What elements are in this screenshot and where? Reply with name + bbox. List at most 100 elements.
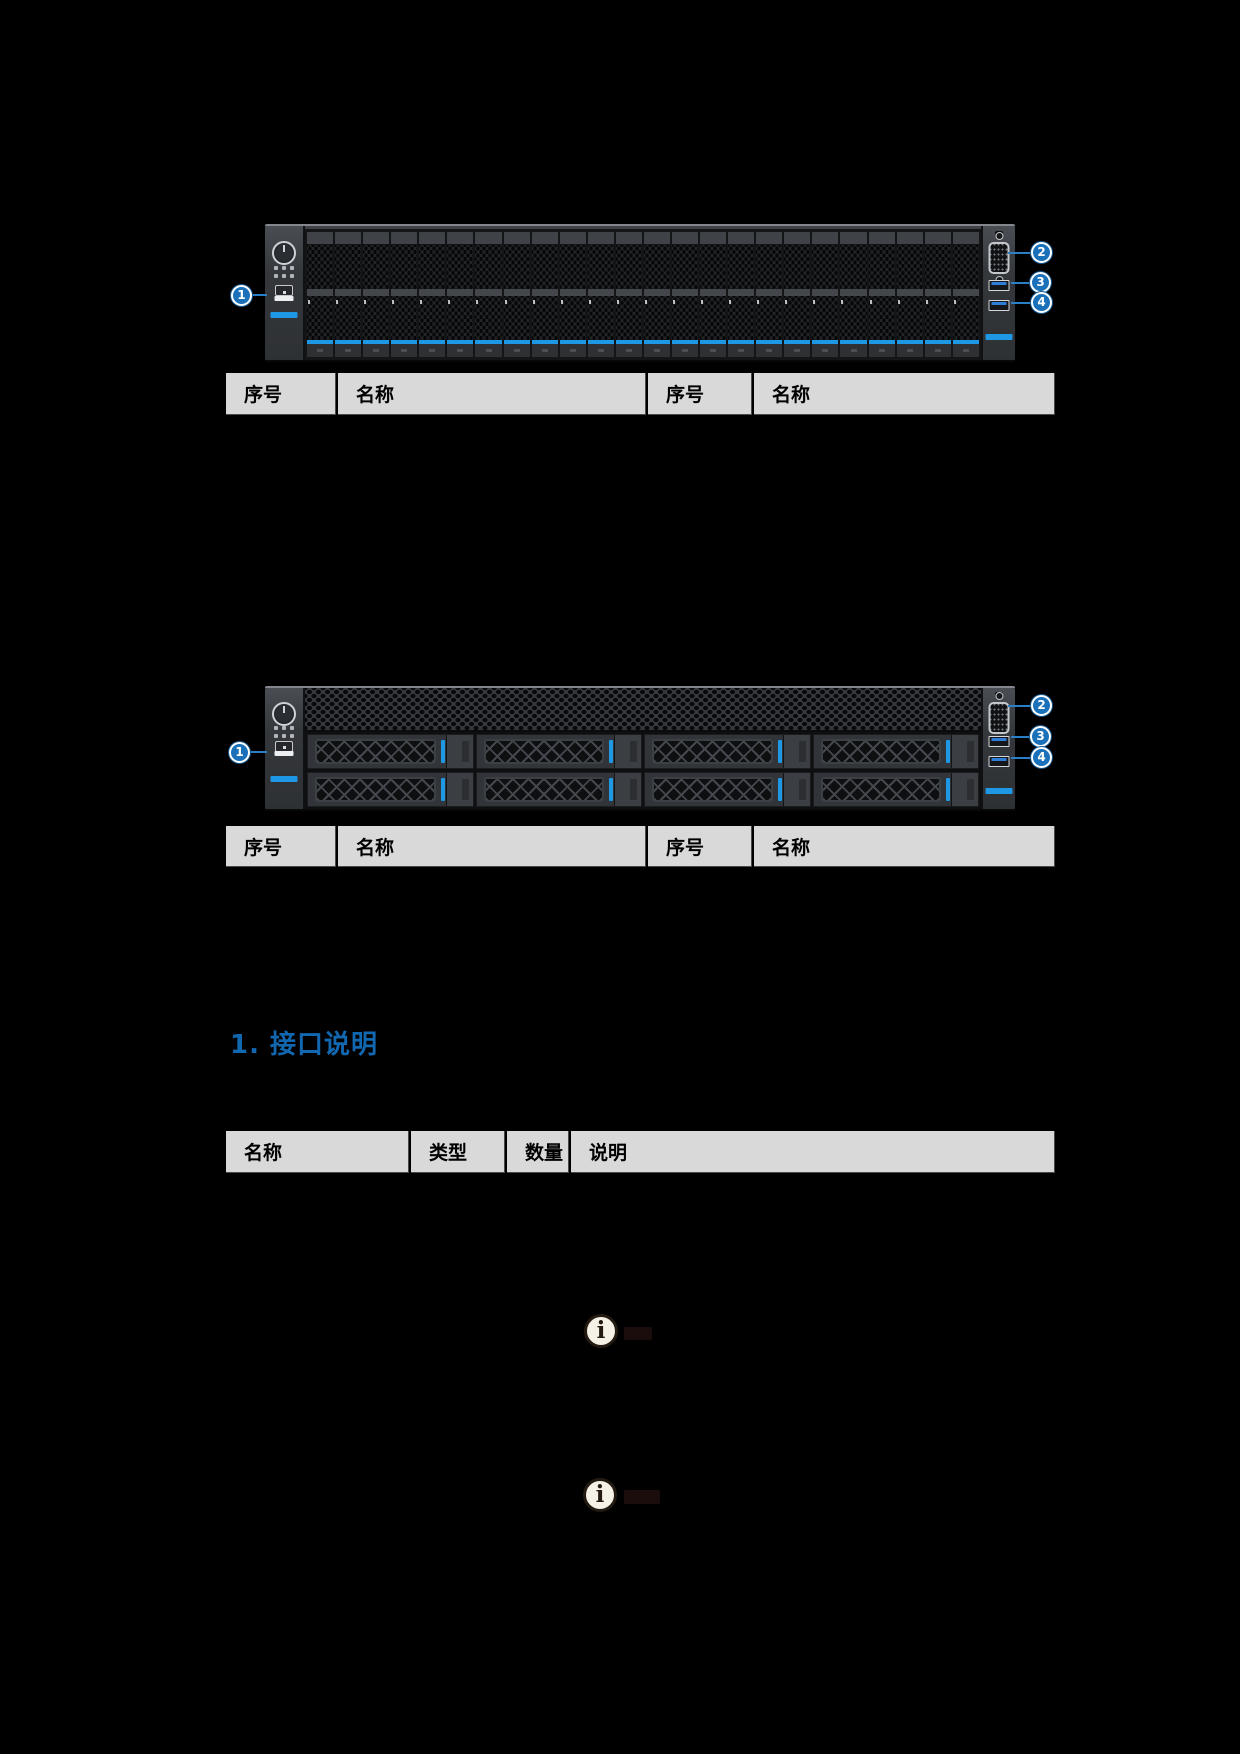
drive-bay-2-5in xyxy=(784,232,811,357)
drive-tray-handle xyxy=(531,232,558,245)
drive-activity-led-bar xyxy=(503,340,530,344)
drive-tray-vent xyxy=(756,245,783,289)
drive-tray-vent xyxy=(896,245,923,289)
drive-activity-led-bar xyxy=(447,340,474,344)
drive-tray-vent xyxy=(868,296,895,340)
drive-tray-mid-band xyxy=(419,289,446,296)
header-cell-description: 说明 xyxy=(571,1131,1055,1173)
drive-activity-led-bar xyxy=(643,340,671,344)
drive-bay-2-5in xyxy=(896,232,923,357)
drive-tray-vent xyxy=(587,296,614,340)
faint-text-artifact xyxy=(624,1490,660,1504)
drive-tray-latch xyxy=(868,344,895,357)
led-icon xyxy=(290,726,294,730)
drive-tray-handle xyxy=(672,232,699,245)
drive-activity-led-bar xyxy=(756,340,783,344)
drive-tray-handle xyxy=(391,232,418,245)
status-led-icons xyxy=(274,266,294,278)
drive-bay-2-5in xyxy=(475,232,502,357)
callout-line-1 xyxy=(252,294,267,296)
callout-line-2 xyxy=(1008,705,1032,707)
drive-tray-latch xyxy=(812,344,839,357)
drive-tray-vent xyxy=(307,296,334,340)
drive-activity-led-bar xyxy=(812,340,839,344)
drive-tray-vent xyxy=(559,296,586,340)
drive-tray-mid-band xyxy=(475,289,502,296)
drive-bay-3-5in xyxy=(307,734,474,769)
drive-activity-led-bar xyxy=(784,340,811,344)
ear-led-bar xyxy=(985,334,1013,340)
drive-tray-mid-band xyxy=(307,289,334,296)
drive-bay-2-5in xyxy=(447,232,474,357)
drive-tray-handle xyxy=(924,232,951,245)
drive-bay-3-5in xyxy=(307,772,474,807)
drive-tray-latch xyxy=(614,735,641,768)
drive-activity-led-bar xyxy=(335,340,362,344)
drive-tray-handle xyxy=(784,232,811,245)
drive-bay-3-5in xyxy=(644,772,811,807)
led-icon xyxy=(282,726,286,730)
header-cell-name: 名称 xyxy=(226,1131,409,1173)
drive-tray-mid-band xyxy=(868,289,895,296)
header-cell-index: 序号 xyxy=(226,826,336,867)
drive-tray-handle xyxy=(615,232,642,245)
drive-activity-led-bar xyxy=(363,340,390,344)
drive-tray-latch xyxy=(503,344,530,357)
callout-badge-4: 4 xyxy=(1031,747,1052,768)
callout-badge-2: 2 xyxy=(1031,242,1052,263)
drive-activity-led-bar xyxy=(531,340,558,344)
drive-tray-latch xyxy=(924,344,951,357)
led-icon xyxy=(274,266,278,270)
drive-tray-latch xyxy=(475,344,502,357)
drive-tray-mid-band xyxy=(559,289,586,296)
drive-tray-handle xyxy=(952,232,979,245)
drive-activity-led-bar xyxy=(440,778,445,801)
drive-tray-vent xyxy=(559,245,586,289)
led-icon xyxy=(282,266,286,270)
drive-tray-vent xyxy=(812,296,839,340)
drive-tray-vent xyxy=(643,245,671,289)
drive-tray-handle xyxy=(700,232,727,245)
drive-tray-vent xyxy=(672,296,699,340)
drive-bay-3-5in xyxy=(812,734,979,769)
drive-bay-2-5in xyxy=(868,232,895,357)
drive-tray-vent xyxy=(868,245,895,289)
callout-line-2 xyxy=(1008,252,1032,254)
drive-tray-latch xyxy=(559,344,586,357)
drive-tray-vent xyxy=(335,296,362,340)
drive-tray-vent xyxy=(896,296,923,340)
drive-tray-latch xyxy=(531,344,558,357)
callout-badge-1: 1 xyxy=(229,742,250,763)
usb-port-upper xyxy=(988,736,1010,747)
drive-tray-vent xyxy=(363,296,390,340)
drive-activity-led-bar xyxy=(419,340,446,344)
drive-tray-vent xyxy=(952,245,979,289)
drive-tray-vent xyxy=(447,245,474,289)
drive-tray-vent xyxy=(700,245,727,289)
honeycomb-vent-panel xyxy=(305,688,981,732)
callout-badge-3: 3 xyxy=(1030,272,1051,293)
drive-tray-handle xyxy=(559,232,586,245)
drive-tray-vent xyxy=(363,245,390,289)
table-front-panel-8bay: 序号 名称 序号 名称 xyxy=(226,826,1055,867)
drive-activity-led-bar xyxy=(700,340,727,344)
power-button xyxy=(272,702,296,726)
drive-tray-latch xyxy=(782,735,810,768)
drive-tray-mid-band xyxy=(531,289,558,296)
drive-activity-led-bar xyxy=(391,340,418,344)
drive-tray-handle xyxy=(503,232,530,245)
drive-tray-vent xyxy=(531,245,558,289)
drive-activity-led-bar xyxy=(587,340,614,344)
drive-bay-2-5in xyxy=(307,232,334,357)
drive-tray-handle xyxy=(419,232,446,245)
drive-activity-led-bar xyxy=(777,778,782,801)
server-front-view-25bay xyxy=(265,224,1015,362)
led-icon xyxy=(274,274,278,278)
callout-badge-1: 1 xyxy=(231,285,252,306)
drive-tray-latch xyxy=(951,735,978,768)
drive-tray-vent xyxy=(952,296,979,340)
drive-tray-vent xyxy=(728,296,755,340)
led-icon xyxy=(290,266,294,270)
front-usb-port xyxy=(274,751,294,756)
